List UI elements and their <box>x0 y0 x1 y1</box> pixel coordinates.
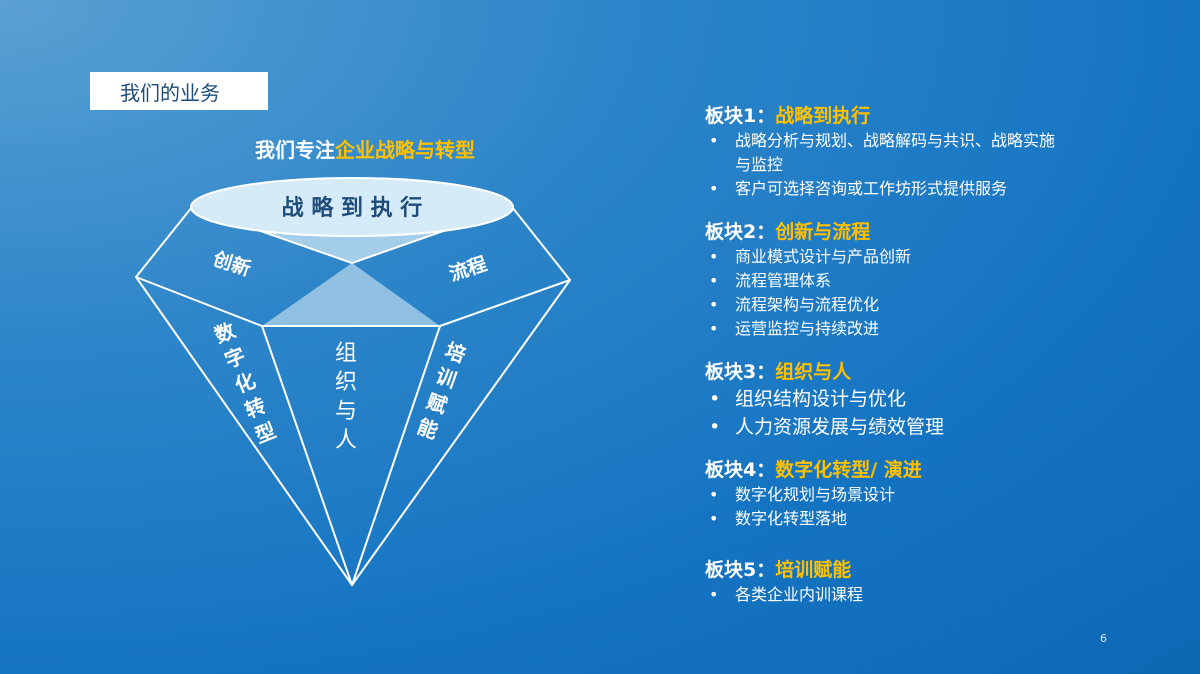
section-title: 板块1：战略到执行 <box>705 103 1055 129</box>
list-item: 各类企业内训课程 <box>705 583 863 607</box>
section-prefix: 板块4： <box>705 459 776 481</box>
org-char: 组 <box>335 341 357 366</box>
headline-prefix: 我们专注 <box>255 138 335 162</box>
section-name: 数字化转型/ 演进 <box>775 459 922 481</box>
section-1: 板块1：战略到执行 战略分析与规划、战略解码与共识、战略实施与监控 客户可选择咨… <box>705 103 1055 201</box>
section-title: 板块4：数字化转型/ 演进 <box>705 457 922 483</box>
section-name: 组织与人 <box>775 361 852 383</box>
list-item: 数字化规划与场景设计 <box>705 483 922 507</box>
list-item: 商业模式设计与产品创新 <box>705 245 911 269</box>
list-item: 运营监控与持续改进 <box>705 317 911 341</box>
diamond-diagram: 战 略 到 执 行 创新 流程 数 字 化 转 型 组 织 与 人 培 训 赋 … <box>134 177 572 587</box>
diamond-outline <box>134 206 572 587</box>
digital-char: 数 <box>211 318 239 348</box>
section-prefix: 板块3： <box>705 361 776 383</box>
section-items: 战略分析与规划、战略解码与共识、战略实施与监控 客户可选择咨询或工作坊形式提供服… <box>705 129 1055 201</box>
lower-center-facet <box>262 263 440 326</box>
org-char: 与 <box>335 399 357 424</box>
list-item: 客户可选择咨询或工作坊形式提供服务 <box>705 177 1055 201</box>
section-prefix: 板块2： <box>705 221 776 243</box>
section-items: 数字化规划与场景设计 数字化转型落地 <box>705 483 922 531</box>
facet-label-training: 培 训 赋 能 <box>414 338 469 444</box>
top-ellipse <box>190 177 514 237</box>
section-prefix: 板块5： <box>705 559 776 581</box>
section-prefix: 板块1： <box>705 105 776 127</box>
training-char: 培 <box>442 338 469 367</box>
list-item: 数字化转型落地 <box>705 507 922 531</box>
section-4: 板块4：数字化转型/ 演进 数字化规划与场景设计 数字化转型落地 <box>705 457 922 531</box>
section-items: 组织结构设计与优化 人力资源发展与绩效管理 <box>705 385 944 441</box>
section-name: 战略到执行 <box>775 105 871 127</box>
digital-char: 字 <box>221 343 249 373</box>
section-3: 板块3：组织与人 组织结构设计与优化 人力资源发展与绩效管理 <box>705 359 944 441</box>
facet-label-process: 流程 <box>446 252 489 286</box>
headline-highlight: 企业战略与转型 <box>335 138 475 162</box>
digital-char: 型 <box>252 418 280 448</box>
section-items: 商业模式设计与产品创新 流程管理体系 流程架构与流程优化 运营监控与持续改进 <box>705 245 911 341</box>
training-char: 训 <box>433 363 460 392</box>
section-title: 板块5：培训赋能 <box>705 557 863 583</box>
facet-label-innovation: 创新 <box>209 247 253 281</box>
facet-label-digital: 数 字 化 转 型 <box>211 318 280 448</box>
section-name: 培训赋能 <box>775 559 852 581</box>
list-item: 组织结构设计与优化 <box>705 385 944 413</box>
section-items: 各类企业内训课程 <box>705 583 863 607</box>
facet-label-org: 组 织 与 人 <box>335 341 357 453</box>
training-char: 赋 <box>423 389 450 418</box>
digital-char: 化 <box>231 368 259 398</box>
org-char: 织 <box>335 370 357 395</box>
section-title: 板块3：组织与人 <box>705 359 944 385</box>
diamond-headline: 我们专注企业战略与转型 <box>230 134 500 163</box>
section-name: 创新与流程 <box>775 221 871 243</box>
training-char: 能 <box>414 414 441 443</box>
top-ellipse-label: 战 略 到 执 行 <box>282 195 423 221</box>
section-5: 板块5：培训赋能 各类企业内训课程 <box>705 557 863 607</box>
list-item: 人力资源发展与绩效管理 <box>705 413 944 441</box>
org-char: 人 <box>335 428 357 453</box>
page-title-box: 我们的业务 <box>90 72 268 110</box>
page-title: 我们的业务 <box>120 80 220 105</box>
list-item: 流程架构与流程优化 <box>705 293 911 317</box>
section-2: 板块2：创新与流程 商业模式设计与产品创新 流程管理体系 流程架构与流程优化 运… <box>705 219 911 341</box>
list-item: 流程管理体系 <box>705 269 911 293</box>
digital-char: 转 <box>241 393 269 423</box>
section-title: 板块2：创新与流程 <box>705 219 911 245</box>
list-item: 战略分析与规划、战略解码与共识、战略实施与监控 <box>705 129 1055 177</box>
page-number: 6 <box>1100 632 1107 645</box>
